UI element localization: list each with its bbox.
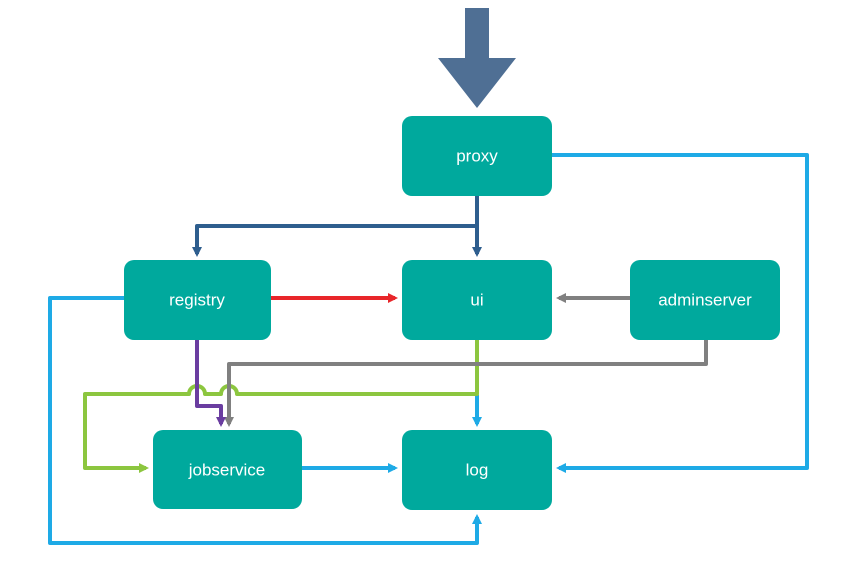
node-registry: registry [124, 260, 271, 340]
edge-proxy-to-registry [192, 224, 477, 257]
entry-arrow-icon [438, 8, 516, 108]
node-label-registry: registry [169, 291, 225, 310]
edge-ui-to-jobservice [83, 340, 479, 473]
node-ui: ui [402, 260, 552, 340]
node-label-adminserver: adminserver [658, 291, 752, 310]
node-label-jobservice: jobservice [188, 461, 266, 480]
edge-adminserver-to-jobservice [224, 340, 708, 427]
node-label-proxy: proxy [456, 147, 498, 166]
node-jobservice: jobservice [153, 430, 302, 509]
node-adminserver: adminserver [630, 260, 780, 340]
edge-proxy-to-log [552, 153, 809, 473]
node-label-log: log [466, 461, 489, 480]
edge-registry-to-log [48, 296, 482, 545]
node-log: log [402, 430, 552, 510]
node-proxy: proxy [402, 116, 552, 196]
edge-registry-to-jobservice [195, 340, 226, 427]
node-label-ui: ui [470, 291, 483, 310]
